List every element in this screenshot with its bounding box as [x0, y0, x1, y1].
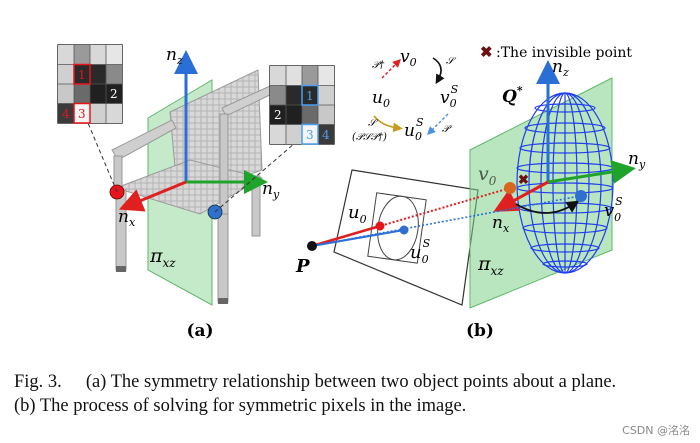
svg-text:4: 4 — [62, 107, 70, 121]
image-plane — [333, 169, 479, 306]
svg-text:𝒮: 𝒮 — [446, 56, 457, 67]
label-q-star: Q* — [502, 84, 523, 107]
svg-text:2: 2 — [274, 108, 282, 122]
svg-text:𝒫: 𝒫 — [442, 124, 452, 135]
svg-text:u0: u0 — [372, 88, 390, 110]
svg-text:3: 3 — [306, 128, 314, 142]
svg-text:𝒫†: 𝒫† — [372, 60, 385, 71]
pixel-u0 — [375, 221, 385, 231]
caption-line-2: (b) The process of solving for symmetric… — [14, 396, 467, 416]
panel-b-label: (b) — [466, 321, 494, 341]
svg-text:3: 3 — [78, 107, 86, 121]
left-pixel-grid: 1 2 4 3 — [57, 44, 123, 124]
label-plane-b: πxz — [477, 253, 504, 278]
svg-text:v0: v0 — [400, 47, 417, 69]
invisible-marker: ✖ — [518, 173, 529, 188]
axis-nx-a — [118, 180, 187, 212]
pixel-u0s — [399, 225, 409, 235]
svg-text:𝒮: 𝒮 — [368, 118, 379, 129]
label-u0: u0 — [348, 202, 367, 226]
svg-text:1: 1 — [306, 89, 314, 103]
panel-a: nz ny nx πxz — [57, 44, 335, 341]
label-plane-a: πxz — [149, 245, 176, 270]
svg-text:2: 2 — [110, 87, 118, 101]
caption-fig-label: Fig. 3. — [14, 372, 62, 392]
label-ny-a: ny — [262, 179, 280, 201]
label-nz-b: nz — [552, 57, 569, 79]
label-nx-b: nx — [492, 213, 510, 235]
svg-text:v0S: v0S — [440, 83, 459, 110]
caption-line-1: (a) The symmetry relationship between tw… — [85, 372, 617, 392]
ellipsoid-q-star — [516, 92, 614, 274]
figure: nz ny nx πxz — [57, 43, 646, 341]
axis-nx-b — [493, 180, 549, 212]
label-nz-a: nz — [166, 45, 183, 67]
svg-text:1: 1 — [78, 68, 86, 82]
camera-center-p — [307, 241, 317, 251]
label-ny-b: ny — [628, 149, 646, 171]
panel-b: v0 v0S u0 u0S 𝒫† 𝒮 𝒫 𝒮 (𝒫𝒮𝒫†) ✖ :The inv… — [295, 43, 646, 341]
right-pixel-grid: 1 2 3 4 — [269, 65, 335, 145]
point-v0 — [504, 182, 516, 194]
figure-caption: Fig. 3. (a) The symmetry relationship bet… — [14, 370, 694, 418]
svg-text:(𝒫𝒮𝒫†): (𝒫𝒮𝒫†) — [352, 132, 387, 143]
watermark: CSDN @洺洺 — [622, 424, 690, 437]
point-v0s — [575, 190, 587, 202]
label-u0s: u0S — [410, 237, 431, 266]
label-v0s: v0S — [604, 195, 623, 224]
axis-ny-b — [547, 160, 636, 184]
panel-a-label: (a) — [186, 321, 213, 341]
svg-text:u0S: u0S — [404, 116, 424, 143]
operator-cycle: v0 v0S u0 u0S 𝒫† 𝒮 𝒫 𝒮 (𝒫𝒮𝒫†) — [352, 47, 459, 143]
chair-illustration — [111, 69, 273, 304]
svg-text:✖: ✖ — [480, 43, 493, 61]
label-v0: v0 — [478, 163, 497, 188]
svg-text:4: 4 — [322, 128, 330, 142]
label-p: P — [295, 256, 310, 277]
label-nx-a: nx — [118, 207, 136, 229]
svg-text::The invisible point: :The invisible point — [496, 45, 632, 61]
invisible-point-legend: ✖ :The invisible point — [480, 43, 632, 61]
